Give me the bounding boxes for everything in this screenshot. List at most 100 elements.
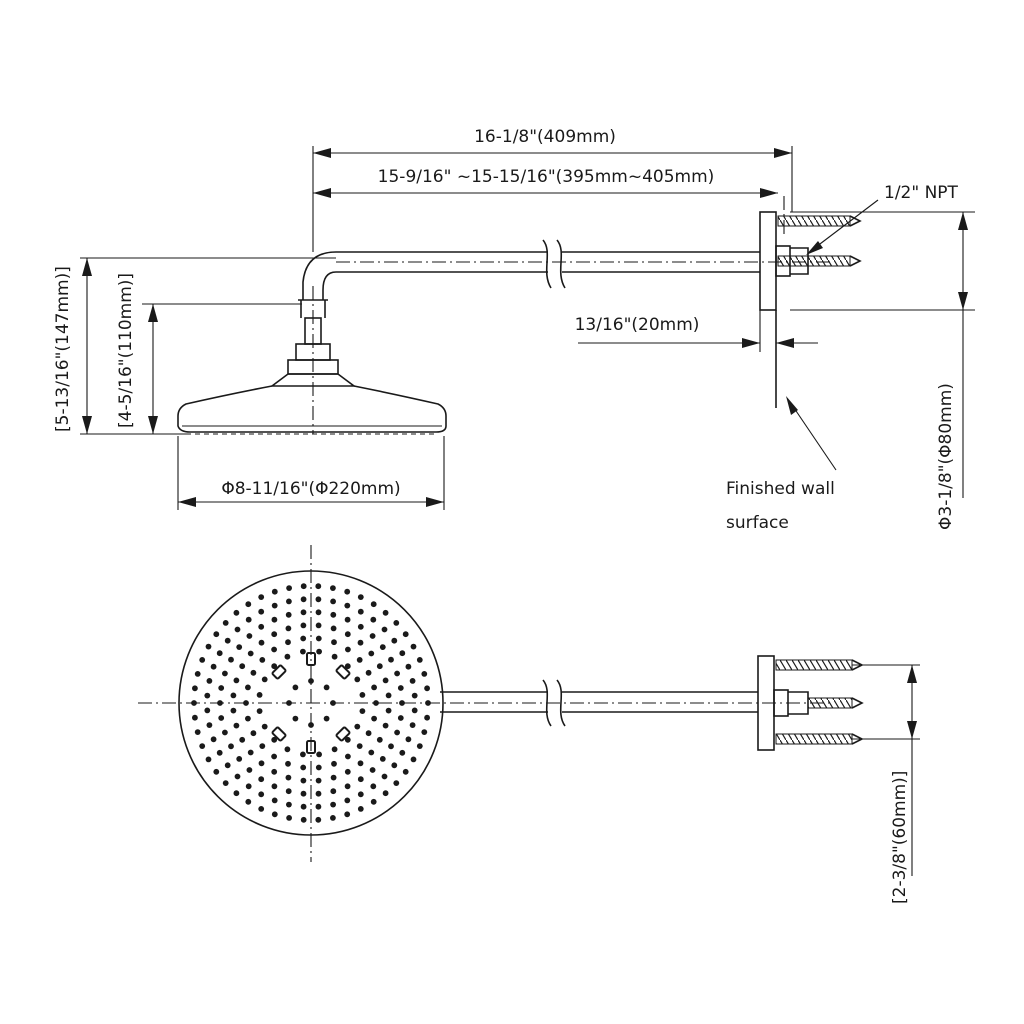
nozzle	[416, 743, 423, 749]
nozzle	[357, 776, 364, 783]
nozzle	[424, 714, 430, 721]
nozzle	[388, 743, 394, 750]
nozzle	[331, 653, 338, 660]
top-view: [2-3/8"(60mm)]	[138, 545, 920, 904]
nozzle	[245, 715, 251, 722]
nozzle	[345, 646, 351, 653]
nozzle	[245, 798, 252, 805]
nozzle	[409, 678, 416, 684]
face-mark	[335, 664, 351, 680]
nozzle	[271, 783, 278, 790]
nozzle	[357, 594, 364, 600]
nozzle	[370, 783, 377, 790]
nozzle	[236, 644, 243, 650]
nozzle	[228, 743, 234, 750]
nozzle	[233, 609, 240, 616]
nozzle	[286, 598, 292, 605]
nozzle	[315, 609, 322, 616]
wall-label-line2: surface	[726, 513, 789, 533]
nozzle	[315, 764, 322, 771]
screw-top-view-1	[775, 659, 853, 671]
nozzle	[261, 676, 268, 683]
nozzle	[271, 797, 278, 804]
nozzle	[330, 598, 336, 605]
nozzle	[424, 685, 430, 692]
nozzle	[315, 596, 322, 603]
nozzle	[271, 768, 278, 775]
dim-arm-range: 15-9/16" ~15-15/16"(395mm~405mm)	[313, 167, 778, 198]
nozzle	[256, 708, 263, 714]
nozzle	[259, 743, 266, 749]
nozzle	[315, 635, 322, 642]
nozzle	[192, 685, 198, 692]
nozzle	[245, 601, 252, 608]
nozzle	[245, 783, 252, 790]
screw-bottom	[777, 255, 851, 267]
thread-callout: 1/2" NPT	[806, 183, 959, 255]
nozzle	[344, 797, 351, 804]
nozzle	[222, 620, 229, 626]
nozzle	[300, 764, 307, 771]
nozzle	[300, 609, 307, 616]
nozzle	[224, 637, 231, 644]
face-mark	[271, 664, 287, 680]
nozzle	[385, 692, 392, 699]
nozzle	[285, 639, 291, 646]
nozzle	[370, 616, 377, 623]
nozzle	[300, 803, 307, 810]
nozzle	[354, 676, 361, 683]
nozzle	[285, 611, 292, 618]
dim-head-height-label: [4-5/16"(110mm)]	[116, 273, 136, 428]
face-mark	[335, 726, 351, 742]
nozzle	[286, 801, 292, 808]
nozzle	[330, 788, 337, 795]
nozzle	[230, 692, 237, 699]
nozzle	[194, 671, 201, 677]
nozzle	[330, 585, 336, 591]
screw-top-view-3	[775, 733, 853, 745]
nozzle	[247, 749, 254, 756]
dim-arm-range-label: 15-9/16" ~15-15/16"(395mm~405mm)	[378, 167, 715, 187]
nozzle	[371, 684, 377, 691]
nozzle	[285, 774, 292, 781]
nozzle	[359, 708, 366, 714]
nozzle	[344, 602, 351, 609]
nozzle	[365, 730, 372, 737]
nozzle	[357, 639, 364, 646]
nozzle	[233, 722, 240, 729]
nozzle	[315, 803, 322, 810]
nozzle	[344, 616, 351, 623]
nozzle	[192, 714, 198, 721]
nozzle	[199, 743, 206, 749]
nozzle	[213, 768, 220, 775]
nozzle	[222, 729, 228, 736]
shower-arm-side	[287, 239, 760, 375]
nozzle	[222, 670, 228, 677]
nozzle	[271, 616, 278, 623]
finished-wall-callout: Finished wall surface	[726, 396, 837, 533]
nozzle	[250, 730, 257, 737]
nozzle	[222, 780, 229, 786]
dim-overall-length-label: 16-1/8"(409mm)	[474, 127, 616, 147]
nozzle	[213, 631, 220, 638]
nozzle	[271, 811, 278, 818]
nozzle	[285, 760, 291, 767]
nozzle	[218, 685, 225, 691]
nozzle	[300, 777, 307, 784]
nozzle	[365, 669, 372, 676]
nozzle	[357, 791, 364, 798]
nozzle	[410, 643, 417, 650]
nozzle	[381, 773, 388, 780]
nozzle	[416, 657, 423, 663]
nozzle	[357, 806, 364, 812]
face-mark	[271, 726, 287, 742]
nozzle	[344, 768, 351, 775]
nozzle	[376, 736, 383, 743]
nozzle	[271, 736, 278, 743]
nozzle	[245, 684, 251, 691]
nozzle	[393, 780, 400, 786]
nozzle	[382, 722, 389, 729]
dim-flange-diameter-label: Φ3-1/8"(Φ80mm)	[936, 383, 956, 530]
nozzle	[315, 816, 322, 823]
nozzle	[300, 583, 307, 590]
